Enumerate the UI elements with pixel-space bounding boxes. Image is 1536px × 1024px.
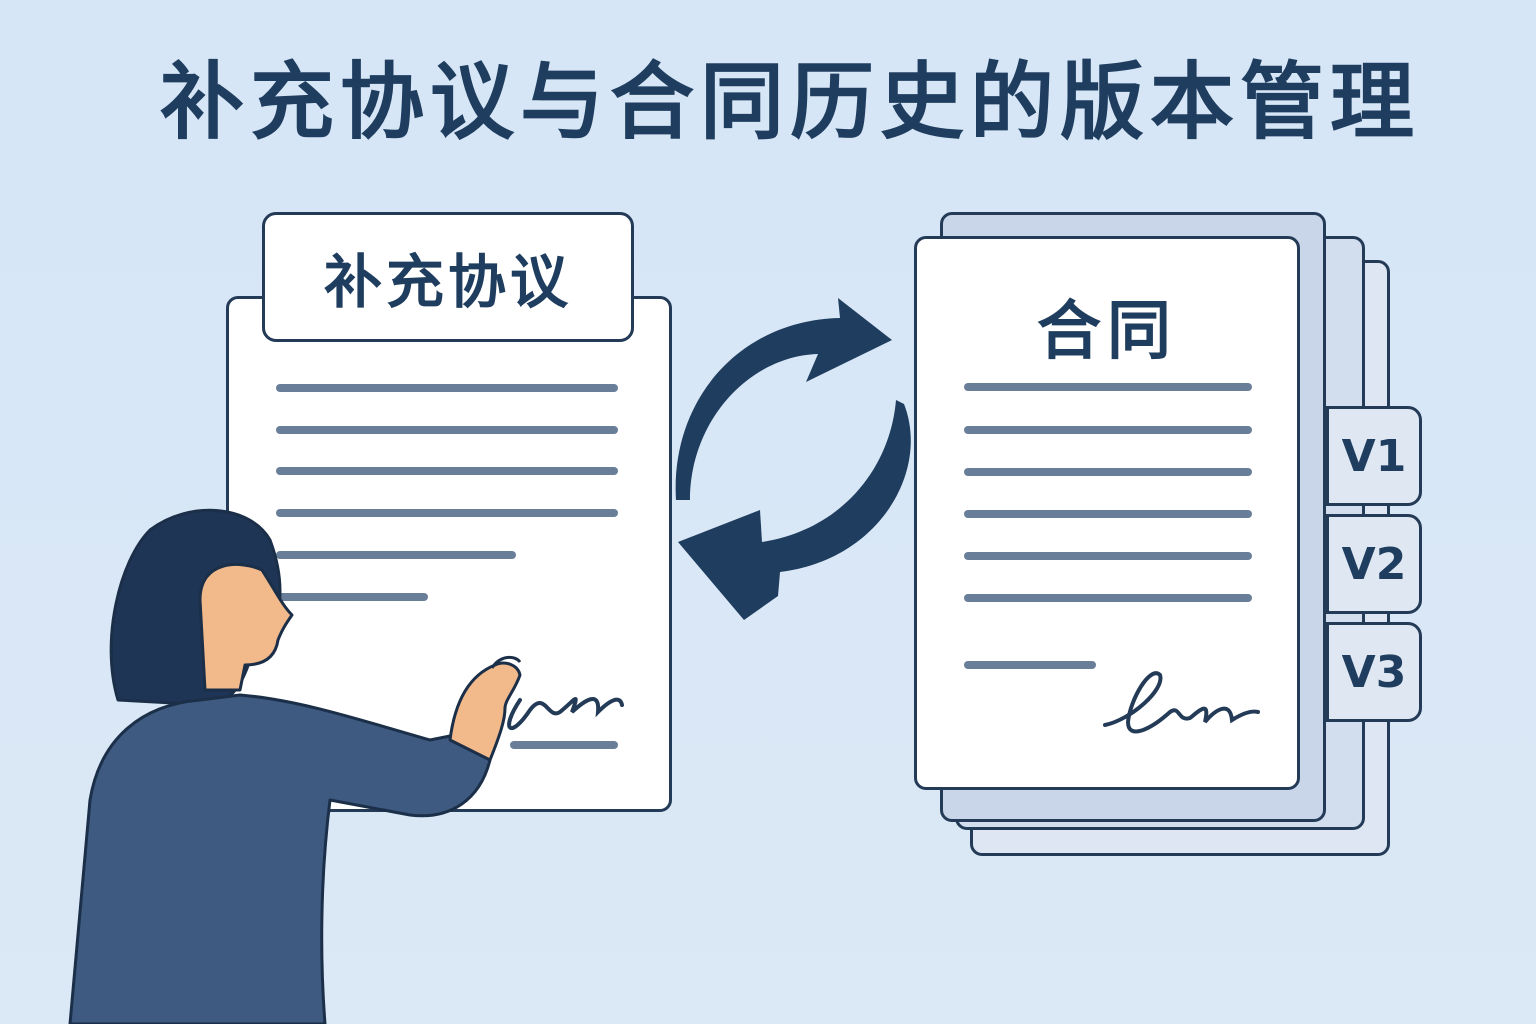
text-line <box>964 552 1252 560</box>
person-hand <box>448 661 522 762</box>
signature-icon <box>1103 671 1260 734</box>
text-line <box>964 426 1252 434</box>
text-line <box>964 594 1252 602</box>
person-shirt <box>68 693 492 1024</box>
text-line <box>964 661 1096 669</box>
person-face <box>198 563 294 692</box>
page-title: 补充协议与合同历史的版本管理 <box>160 53 1421 151</box>
text-line <box>964 510 1252 518</box>
sync-arrows-icon <box>675 298 911 620</box>
version-tab-v2[interactable]: V2 <box>1326 514 1422 614</box>
signature-line <box>510 741 618 749</box>
contract-document-label: 合同 <box>1037 295 1177 369</box>
text-line <box>276 426 618 434</box>
person-illustration <box>68 508 522 1024</box>
text-line <box>276 593 428 601</box>
text-line <box>276 384 618 392</box>
text-line <box>964 383 1252 391</box>
text-line <box>276 551 516 559</box>
text-line <box>964 468 1252 476</box>
version-tab-v3[interactable]: V3 <box>1326 622 1422 722</box>
signature-icon <box>507 697 624 731</box>
supplement-document-label: 补充协议 <box>262 212 634 342</box>
version-tab-v1[interactable]: V1 <box>1326 406 1422 506</box>
text-line <box>276 509 618 517</box>
text-line <box>276 467 618 475</box>
